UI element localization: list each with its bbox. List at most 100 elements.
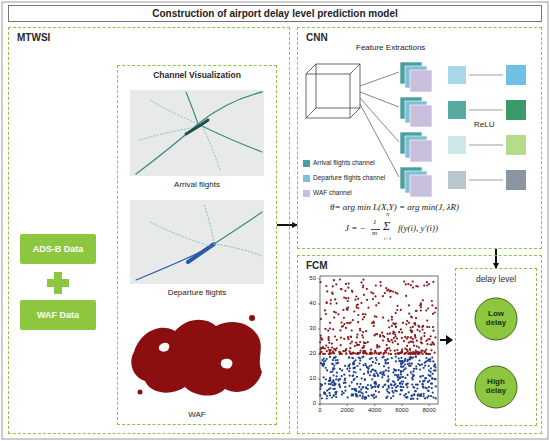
illustration-circle — [391, 316, 393, 318]
illustration-circle — [399, 382, 401, 384]
illustration-circle — [399, 382, 401, 384]
illustration-circle — [355, 395, 357, 397]
illustration-circle — [333, 348, 335, 350]
illustration-circle — [321, 397, 323, 399]
annotation: m — [372, 230, 377, 238]
illustration-circle — [362, 279, 364, 281]
illustration-circle — [410, 371, 412, 373]
illustration-circle — [410, 337, 412, 339]
illustration-circle — [391, 319, 393, 321]
illustration-circle — [418, 395, 420, 397]
illustration-rect — [306, 74, 350, 118]
illustration-circle — [402, 376, 404, 378]
illustration-circle — [319, 388, 321, 390]
illustration-circle — [375, 362, 377, 364]
illustration-circle — [431, 300, 433, 302]
illustration-circle — [383, 371, 385, 373]
illustration-circle — [355, 371, 357, 373]
illustration-circle — [401, 360, 403, 362]
illustration-circle — [352, 374, 354, 376]
illustration-path — [150, 222, 210, 246]
illustration-circle — [366, 299, 368, 301]
illustration-circle — [421, 383, 423, 385]
illustration-circle — [432, 392, 434, 394]
illustration-circle — [333, 365, 335, 367]
illustration-line — [347, 404, 348, 406]
illustration-circle — [404, 336, 406, 338]
illustration-circle — [345, 283, 347, 285]
illustration-circle — [343, 323, 345, 325]
illustration-circle — [385, 287, 387, 289]
illustration-circle — [416, 345, 418, 347]
illustration-circle — [392, 380, 394, 382]
illustration-circle — [400, 352, 402, 354]
illustration-circle — [415, 310, 417, 312]
panel: MTWSIADS-B DataWAF DataChannel Visualiza… — [8, 27, 290, 434]
illustration-circle — [355, 295, 357, 297]
tick-label: 40 — [301, 300, 316, 307]
illustration-circle — [401, 389, 403, 391]
illustration-circle — [359, 352, 361, 354]
illustration-circle — [419, 368, 421, 370]
illustration-circle — [413, 387, 415, 389]
illustration-circle — [389, 349, 391, 351]
illustration-circle — [354, 299, 356, 301]
illustration-circle — [357, 307, 359, 309]
illustration-circle — [362, 313, 364, 315]
legend-text: Arrival flights channel — [313, 159, 375, 167]
illustration-circle — [325, 285, 327, 287]
illustration-circle — [336, 372, 338, 374]
illustration-circle — [249, 315, 255, 321]
illustration-circle — [413, 393, 415, 395]
illustration-circle — [426, 343, 428, 345]
illustration-circle — [419, 364, 421, 366]
illustration-circle — [416, 340, 418, 342]
illustration-circle — [334, 388, 336, 390]
illustration-circle — [378, 363, 380, 365]
illustration-circle — [397, 352, 399, 354]
illustration-circle — [351, 381, 353, 383]
illustration-circle — [352, 394, 354, 396]
illustration-line — [360, 98, 399, 142]
illustration-circle — [423, 285, 425, 287]
illustration-circle — [398, 331, 400, 333]
illustration-circle — [326, 369, 328, 371]
illustration-circle — [428, 326, 430, 328]
illustration-circle — [349, 363, 351, 365]
illustration-g — [306, 64, 360, 118]
illustration-circle — [388, 367, 390, 369]
illustration-circle — [418, 326, 420, 328]
illustration-path — [136, 252, 200, 280]
illustration-circle — [322, 347, 324, 349]
illustration-circle — [355, 393, 357, 395]
node-text: WAF Data — [37, 310, 79, 320]
illustration-circle — [384, 384, 386, 386]
illustration-rect — [448, 171, 466, 189]
illustration-circle — [397, 374, 399, 376]
illustration-circle — [388, 378, 390, 380]
illustration-circle — [391, 325, 393, 327]
illustration-circle — [380, 285, 382, 287]
illustration-circle — [428, 283, 430, 285]
illustration-line — [469, 145, 503, 146]
illustration-circle — [386, 396, 388, 398]
illustration-circle — [384, 359, 386, 361]
tick-label: 10 — [301, 375, 316, 382]
illustration-circle — [358, 357, 360, 359]
illustration-circle — [434, 378, 436, 380]
illustration-circle — [356, 365, 358, 367]
illustration-line — [350, 108, 360, 118]
illustration-rect — [410, 70, 432, 92]
illustration-circle — [385, 359, 387, 361]
illustration-circle — [359, 368, 361, 370]
illustration-circle — [320, 338, 322, 340]
illustration-circle — [374, 386, 376, 388]
illustration-circle — [425, 357, 427, 359]
illustration-circle — [347, 336, 349, 338]
illustration-circle — [327, 347, 329, 349]
illustration-circle — [390, 353, 392, 355]
illustration-circle — [411, 316, 413, 318]
illustration-circle — [339, 329, 341, 331]
illustration-circle — [401, 337, 403, 339]
illustration-circle — [332, 351, 334, 353]
